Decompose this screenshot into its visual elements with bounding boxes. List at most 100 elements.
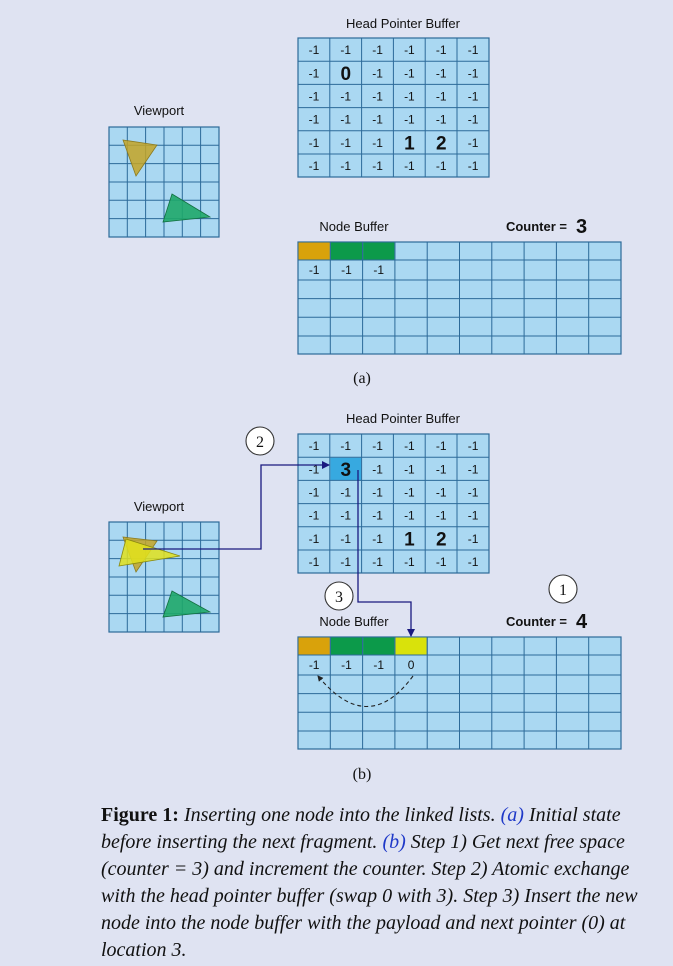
payload-cell-2 (363, 242, 395, 260)
head-pointer-cell: -1 (404, 439, 415, 453)
node-buffer-grid (297, 241, 622, 355)
head-pointer-title: Head Pointer Buffer (346, 16, 461, 31)
head-pointer-cell: -1 (468, 89, 479, 103)
caption-text-3: Step 1) Get next free space (counter = 3… (101, 831, 638, 961)
triangle-new-fragment (118, 538, 181, 567)
head-pointer-cell: -1 (468, 66, 479, 80)
counter-label: Counter = (506, 614, 567, 629)
payload-cell-1 (330, 637, 363, 655)
node-next-pointer: -1 (373, 263, 384, 277)
head-pointer-cell: -1 (436, 485, 447, 499)
head-pointer-title: Head Pointer Buffer (346, 411, 461, 426)
head-pointer-cell: -1 (404, 89, 415, 103)
head-pointer-cell: -1 (309, 159, 320, 173)
head-pointer-cell: -1 (309, 66, 320, 80)
next-pointer-arc (317, 675, 414, 708)
head-pointer-cell: -1 (372, 113, 383, 127)
step-2-arrow (143, 461, 330, 550)
node-next-pointer: 0 (408, 658, 415, 672)
head-pointer-cell: -1 (372, 532, 383, 546)
head-pointer-cell: 1 (404, 133, 415, 154)
head-pointer-cell: -1 (468, 43, 479, 57)
counter-value: 3 (576, 216, 587, 238)
head-pointer-cell: -1 (372, 89, 383, 103)
step-1-marker: 1 (548, 574, 578, 604)
node-next-pointer: -1 (309, 263, 320, 277)
step-2-marker: 2 (245, 426, 275, 456)
node-buffer-title: Node Buffer (319, 614, 389, 629)
head-pointer-cell: -1 (340, 439, 351, 453)
head-pointer-cell: -1 (436, 113, 447, 127)
head-pointer-cell: -1 (340, 43, 351, 57)
head-pointer-cell: 2 (436, 529, 447, 550)
head-pointer-cell: -1 (436, 43, 447, 57)
counter-label: Counter = (506, 219, 567, 234)
head-pointer-cell: -1 (468, 485, 479, 499)
head-pointer-cell: -1 (309, 462, 320, 476)
head-pointer-cell: -1 (468, 462, 479, 476)
triangle-green (162, 193, 212, 223)
head-pointer-cell: -1 (372, 462, 383, 476)
head-pointer-cell: -1 (309, 485, 320, 499)
head-pointer-cell: -1 (436, 439, 447, 453)
head-pointer-cell: -1 (309, 89, 320, 103)
payload-cell-0 (298, 242, 330, 260)
head-pointer-cell: -1 (436, 509, 447, 523)
head-pointer-cell: -1 (404, 509, 415, 523)
caption-ref-a[interactable]: (a) (500, 804, 524, 826)
head-pointer-cell: -1 (468, 159, 479, 173)
head-pointer-cell: 2 (436, 133, 447, 154)
head-pointer-cell: -1 (436, 66, 447, 80)
head-pointer-cell: 1 (404, 529, 415, 550)
head-pointer-cell: -1 (404, 485, 415, 499)
head-pointer-cell: -1 (436, 89, 447, 103)
step-3-arrow (357, 470, 415, 637)
head-pointer-cell: -1 (468, 136, 479, 150)
counter-value: 4 (576, 611, 588, 633)
head-pointer-cell: -1 (468, 509, 479, 523)
payload-cell-2 (363, 637, 395, 655)
node-next-pointer: -1 (309, 658, 320, 672)
head-pointer-cell: -1 (309, 555, 320, 569)
head-pointer-cell: -1 (404, 462, 415, 476)
head-pointer-cell: -1 (372, 555, 383, 569)
subfigure-label-b: (b) (353, 766, 372, 783)
head-pointer-cell: -1 (372, 439, 383, 453)
figure-caption: Figure 1: Inserting one node into the li… (101, 802, 641, 964)
node-buffer-title: Node Buffer (319, 219, 389, 234)
head-pointer-cell: -1 (309, 136, 320, 150)
head-pointer-cell: -1 (436, 555, 447, 569)
head-pointer-cell: -1 (372, 43, 383, 57)
head-pointer-cell: -1 (340, 555, 351, 569)
head-pointer-cell: -1 (404, 43, 415, 57)
head-pointer-cell: -1 (372, 485, 383, 499)
step-3-marker: 3 (324, 581, 354, 611)
head-pointer-cell: -1 (404, 159, 415, 173)
head-pointer-cell: -1 (309, 509, 320, 523)
svg-text:2: 2 (256, 434, 264, 451)
head-pointer-grid (297, 37, 490, 178)
payload-cell-3 (395, 637, 427, 655)
head-pointer-cell: -1 (404, 66, 415, 80)
head-pointer-cell: -1 (309, 439, 320, 453)
head-pointer-cell: -1 (468, 532, 479, 546)
head-pointer-cell: -1 (372, 136, 383, 150)
svg-text:1: 1 (559, 582, 567, 599)
head-pointer-cell: -1 (340, 509, 351, 523)
viewport-title: Viewport (134, 499, 185, 514)
figure-number: Figure 1: (101, 804, 179, 826)
triangle-green (162, 590, 212, 618)
subfigure-label-a: (a) (353, 370, 371, 387)
head-pointer-cell: -1 (436, 462, 447, 476)
head-cell-highlight (330, 457, 362, 481)
head-pointer-cell: -1 (340, 159, 351, 173)
viewport-title: Viewport (134, 103, 185, 118)
head-pointer-cell: -1 (340, 136, 351, 150)
node-next-pointer: -1 (373, 658, 384, 672)
head-pointer-cell: -1 (340, 113, 351, 127)
caption-ref-b[interactable]: (b) (382, 831, 406, 853)
